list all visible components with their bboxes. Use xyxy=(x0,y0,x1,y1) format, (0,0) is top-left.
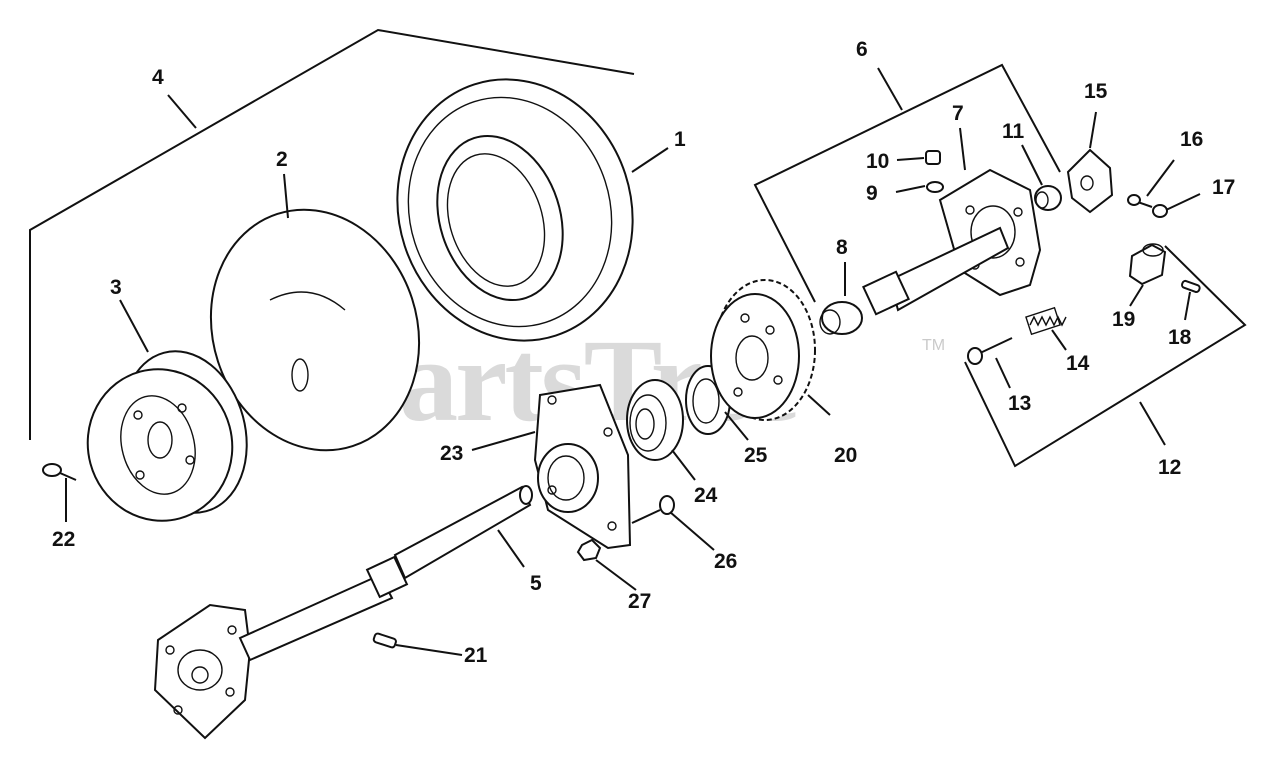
bearing-part-24 xyxy=(626,379,684,461)
callout-4: 4 xyxy=(152,66,164,89)
callout-10: 10 xyxy=(866,150,889,173)
cap-part-15 xyxy=(1066,148,1114,214)
callout-22: 22 xyxy=(52,528,75,551)
pin-part-13 xyxy=(967,337,1013,365)
spacer-part-8 xyxy=(819,301,863,335)
callout-6: 6 xyxy=(856,38,868,61)
assembly-6-bracket xyxy=(753,63,1061,303)
nut-part-27 xyxy=(576,538,602,562)
callout-13: 13 xyxy=(1008,392,1031,415)
callout-3: 3 xyxy=(110,276,122,299)
callout-14: 14 xyxy=(1066,352,1090,375)
callout-26: 26 xyxy=(714,550,737,573)
callout-8: 8 xyxy=(836,236,848,259)
hub-shaft-part-7 xyxy=(862,168,1042,316)
tire-part-1 xyxy=(396,78,634,342)
assembly-12-bracket xyxy=(964,245,1247,468)
washer-part-9 xyxy=(926,181,944,193)
callout-5: 5 xyxy=(530,572,542,595)
callout-27: 27 xyxy=(628,590,651,613)
gear-part-20 xyxy=(710,279,816,421)
axle-shaft-part-5 xyxy=(153,485,533,740)
screw-part-10 xyxy=(925,150,941,165)
callout-15: 15 xyxy=(1084,80,1108,103)
callout-18: 18 xyxy=(1168,326,1192,349)
sleeve-part-11 xyxy=(1034,185,1062,211)
callout-25: 25 xyxy=(744,444,768,467)
nut-part-17 xyxy=(1152,204,1168,218)
bushing-part-19 xyxy=(1128,243,1167,286)
bolt-part-16 xyxy=(1127,194,1153,208)
callout-20: 20 xyxy=(834,444,857,467)
callout-16: 16 xyxy=(1180,128,1203,151)
watermark-trademark: TM xyxy=(922,337,945,354)
rim-part-3 xyxy=(86,350,248,522)
callout-23: 23 xyxy=(440,442,463,465)
bolt-part-26 xyxy=(631,495,675,524)
bearing-plate-part-23 xyxy=(533,383,632,550)
callout-19: 19 xyxy=(1112,308,1135,331)
pin-part-18 xyxy=(1181,279,1201,293)
assembly-4-bracket xyxy=(29,28,635,440)
callout-2: 2 xyxy=(276,148,288,171)
inner-tube-part-2 xyxy=(209,208,421,452)
callout-7: 7 xyxy=(952,102,964,125)
callout-11: 11 xyxy=(1002,120,1025,143)
callout-21: 21 xyxy=(464,644,488,667)
callout-24: 24 xyxy=(694,484,718,507)
pin-part-21 xyxy=(372,632,397,649)
spring-part-14 xyxy=(1025,306,1067,336)
callout-1: 1 xyxy=(674,128,686,151)
screw-part-22 xyxy=(42,463,77,481)
callout-12: 12 xyxy=(1158,456,1181,479)
leader-lines xyxy=(65,67,1201,656)
callout-17: 17 xyxy=(1212,176,1235,199)
callout-9: 9 xyxy=(866,182,878,205)
